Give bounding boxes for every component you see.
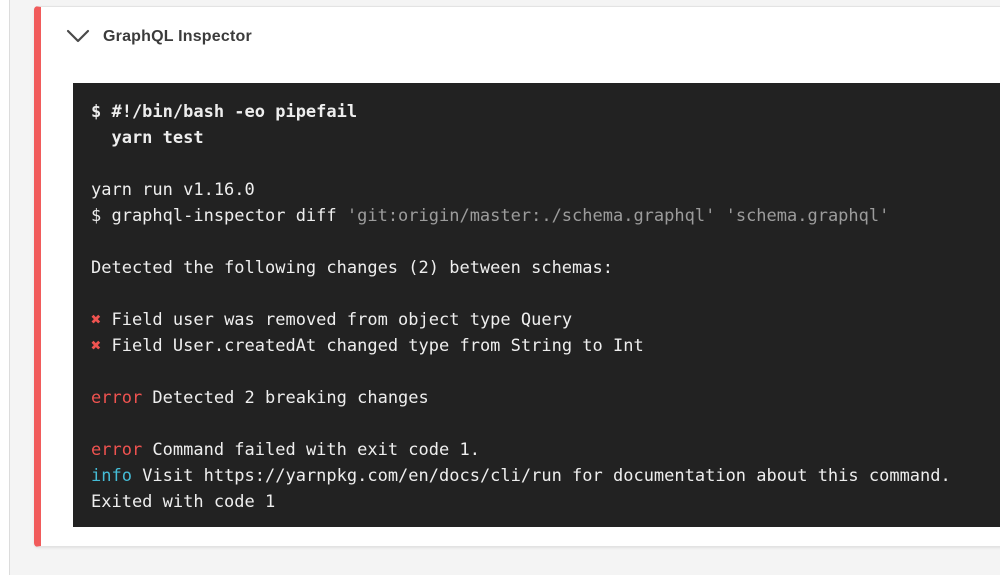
terminal-line: error Command failed with exit code 1.: [91, 437, 993, 463]
terminal-segment-dim: 'schema.graphql': [725, 206, 890, 226]
terminal-segment: Detected 2 breaking changes: [142, 388, 429, 408]
terminal-line: [91, 281, 993, 307]
terminal-line: yarn test: [91, 125, 993, 151]
terminal-segment: Field user was removed from object type …: [101, 310, 573, 330]
terminal-line: Detected the following changes (2) betwe…: [91, 255, 993, 281]
terminal-line: [91, 411, 993, 437]
terminal-segment-red: ✖: [91, 310, 102, 330]
terminal-line: ✖ Field user was removed from object typ…: [91, 307, 993, 333]
step-title: GraphQL Inspector: [103, 28, 252, 45]
terminal-segment: Visit https://yarnpkg.com/en/docs/cli/ru…: [131, 466, 951, 486]
terminal-segment: [715, 206, 725, 226]
terminal-segment: Command failed with exit code 1.: [142, 440, 480, 460]
terminal-segment-bold: $ #!/bin/bash -eo pipefail: [91, 102, 358, 122]
terminal-segment-bold: yarn test: [91, 128, 204, 148]
chevron-down-icon[interactable]: [65, 27, 91, 47]
terminal-segment-red: ✖: [91, 336, 102, 356]
terminal-output: $ #!/bin/bash -eo pipefail yarn test yarn…: [73, 83, 1000, 527]
terminal-segment-dim: 'git:origin/master:./schema.graphql': [346, 206, 716, 226]
step-header[interactable]: GraphQL Inspector: [41, 7, 1000, 65]
terminal-segment-red: error: [91, 440, 143, 460]
terminal-segment: Field User.createdAt changed type from S…: [101, 336, 644, 356]
terminal-line: [91, 359, 993, 385]
build-step-card: GraphQL Inspector $ #!/bin/bash -eo pipe…: [34, 6, 1000, 547]
terminal-segment: Exited with code 1: [91, 492, 276, 512]
terminal-line: ✖ Field User.createdAt changed type from…: [91, 333, 993, 359]
terminal-segment: $ graphql-inspector diff: [91, 206, 347, 226]
terminal-segment-red: error: [91, 388, 143, 408]
terminal-line: error Detected 2 breaking changes: [91, 385, 993, 411]
terminal-segment: yarn run v1.16.0: [91, 180, 255, 200]
terminal-line: $ #!/bin/bash -eo pipefail: [91, 99, 993, 125]
terminal-segment: Detected the following changes (2) betwe…: [91, 258, 613, 278]
terminal-line: info Visit https://yarnpkg.com/en/docs/c…: [91, 463, 993, 489]
terminal-line: [91, 151, 993, 177]
terminal-line: Exited with code 1: [91, 489, 993, 515]
terminal-line: yarn run v1.16.0: [91, 177, 993, 203]
terminal-line: [91, 229, 993, 255]
terminal-line: $ graphql-inspector diff 'git:origin/mas…: [91, 203, 993, 229]
page-left-rail: [0, 0, 10, 575]
terminal-segment-cyan: info: [91, 466, 132, 486]
